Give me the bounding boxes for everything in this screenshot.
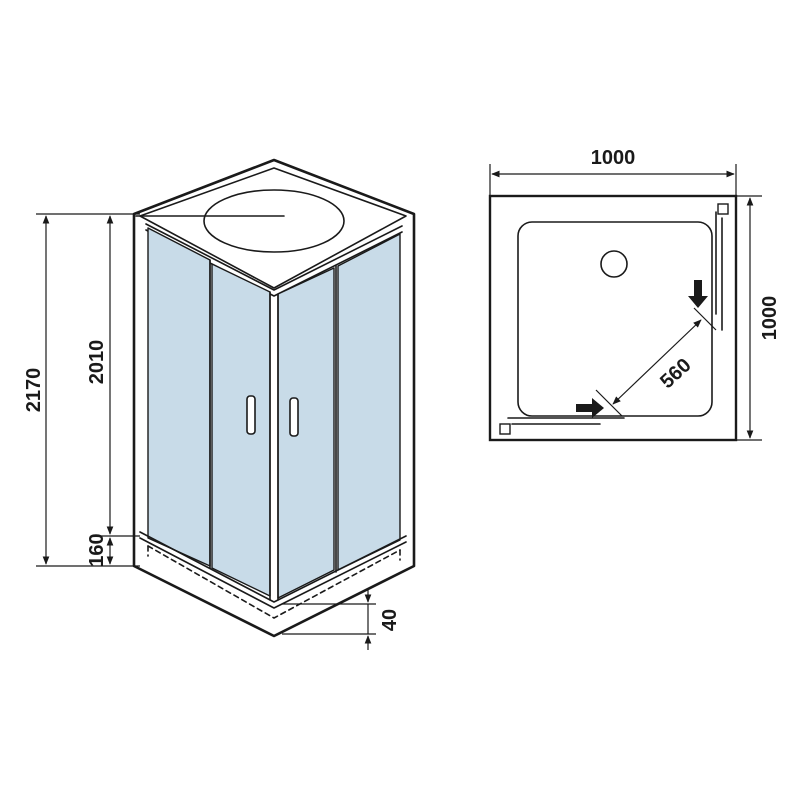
dim-tray-height: 160 <box>86 533 108 566</box>
plan-view: 1000 1000 <box>488 147 781 442</box>
height-dimensions: 2170 2010 160 <box>23 213 140 567</box>
door-handle-left <box>246 395 256 435</box>
dim-cabin-height: 2010 <box>86 340 108 385</box>
handle-icon <box>246 395 299 437</box>
left-glass-wall <box>147 227 271 601</box>
ceiling-shower-head <box>203 189 345 253</box>
depth-dimension: 1000 <box>736 195 781 441</box>
door-handle-right <box>289 397 299 437</box>
dim-tray-depth: 40 <box>379 609 401 631</box>
glass-bottom-frame <box>139 531 407 609</box>
drain-icon <box>600 250 628 278</box>
tray-depth-dimension: 40 <box>282 588 401 650</box>
shower-tray <box>147 545 401 619</box>
dim-depth: 1000 <box>759 296 781 341</box>
dim-width: 1000 <box>591 147 636 169</box>
right-glass-wall <box>277 233 401 601</box>
perspective-view: 2170 2010 160 40 <box>23 158 416 650</box>
width-dimension: 1000 <box>489 147 737 196</box>
dim-total-height: 2170 <box>23 368 45 413</box>
front-sliding-door <box>499 417 625 435</box>
arrow-down <box>688 280 708 308</box>
right-sliding-door <box>715 203 729 331</box>
arrow-icon <box>576 280 708 418</box>
arrow-right <box>576 398 604 418</box>
